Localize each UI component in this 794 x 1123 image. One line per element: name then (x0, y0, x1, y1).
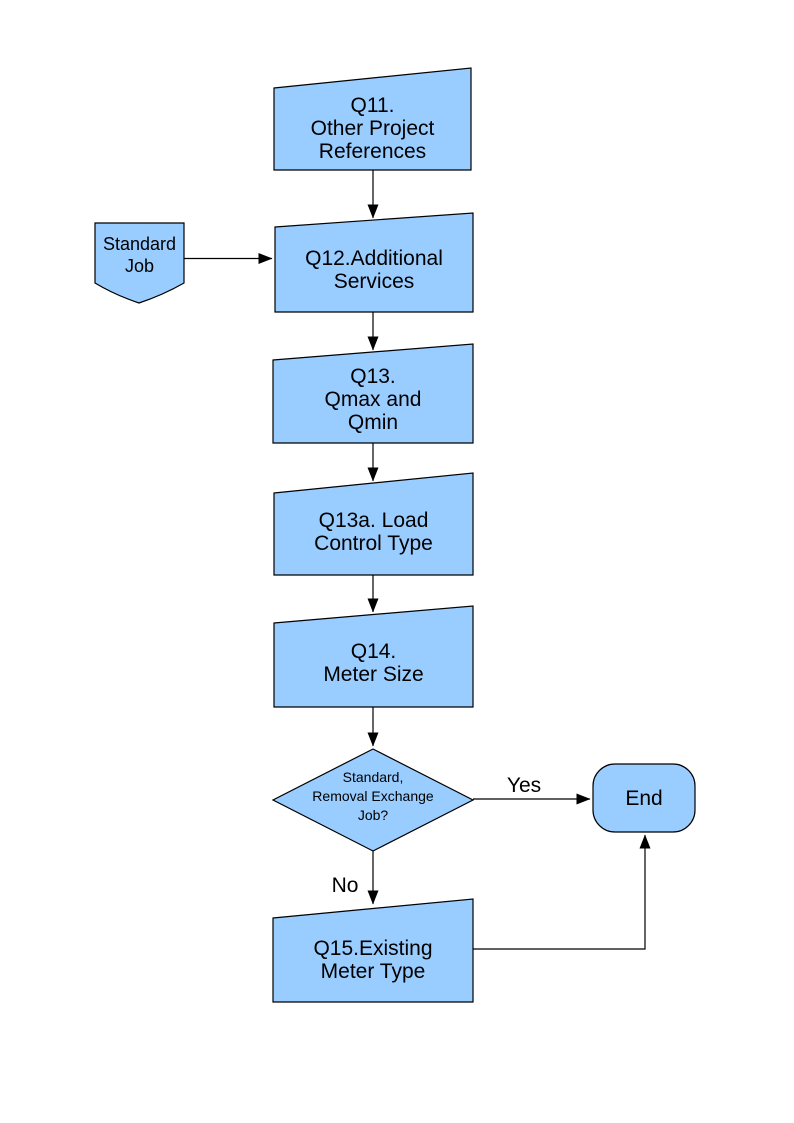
standard-job-shape (94, 222, 185, 304)
q11-line: Q11. (350, 94, 395, 117)
q13-line: Q13. (350, 365, 396, 388)
q13a-shape (273, 472, 474, 576)
q12-shape (274, 212, 474, 313)
q12-line: Q12.Additional (305, 247, 443, 270)
standard-job-line: Standard (102, 234, 177, 254)
q13a-label: Q13a. Load Control Type (274, 509, 473, 555)
q13a-line: Control Type (314, 532, 433, 555)
q15-line: Meter Type (320, 960, 426, 983)
decision-line: Standard, (342, 769, 404, 785)
q15-label: Q15.Existing Meter Type (273, 937, 473, 983)
q14-line: Meter Size (323, 663, 424, 686)
q13-line: Qmin (347, 411, 399, 434)
yes-edge-label: Yes (506, 774, 542, 797)
decision-diamond-shape (271, 748, 475, 852)
standard-job-line: Job (124, 256, 155, 276)
q13-line: Qmax and (324, 388, 422, 411)
q11-label: Q11. Other Project References (274, 94, 471, 163)
q12-line: Services (333, 270, 415, 293)
standard-job-label: Standard Job (95, 233, 184, 277)
q11-line: References (318, 140, 427, 163)
q14-line: Q14. (350, 640, 397, 663)
q15-shape (272, 898, 474, 1003)
q14-shape (273, 605, 474, 708)
q12-label: Q12.Additional Services (275, 247, 473, 293)
q11-line: Other Project (310, 117, 435, 140)
q13a-line: Q13a. Load (318, 509, 429, 532)
q14-label: Q14. Meter Size (274, 640, 473, 686)
decision-label: Standard, Removal Exchange Job? (283, 768, 463, 825)
q11-shape (273, 67, 472, 171)
edge-q15-to-end (473, 834, 651, 950)
decision-line: Job? (357, 807, 389, 823)
q13-label: Q13. Qmax and Qmin (273, 365, 473, 434)
end-shape (592, 763, 696, 833)
q13-shape (272, 343, 474, 444)
no-edge-label: No (331, 874, 359, 897)
end-label: End (625, 787, 663, 810)
q15-line: Q15.Existing (313, 937, 433, 960)
decision-line: Removal Exchange (312, 788, 434, 804)
